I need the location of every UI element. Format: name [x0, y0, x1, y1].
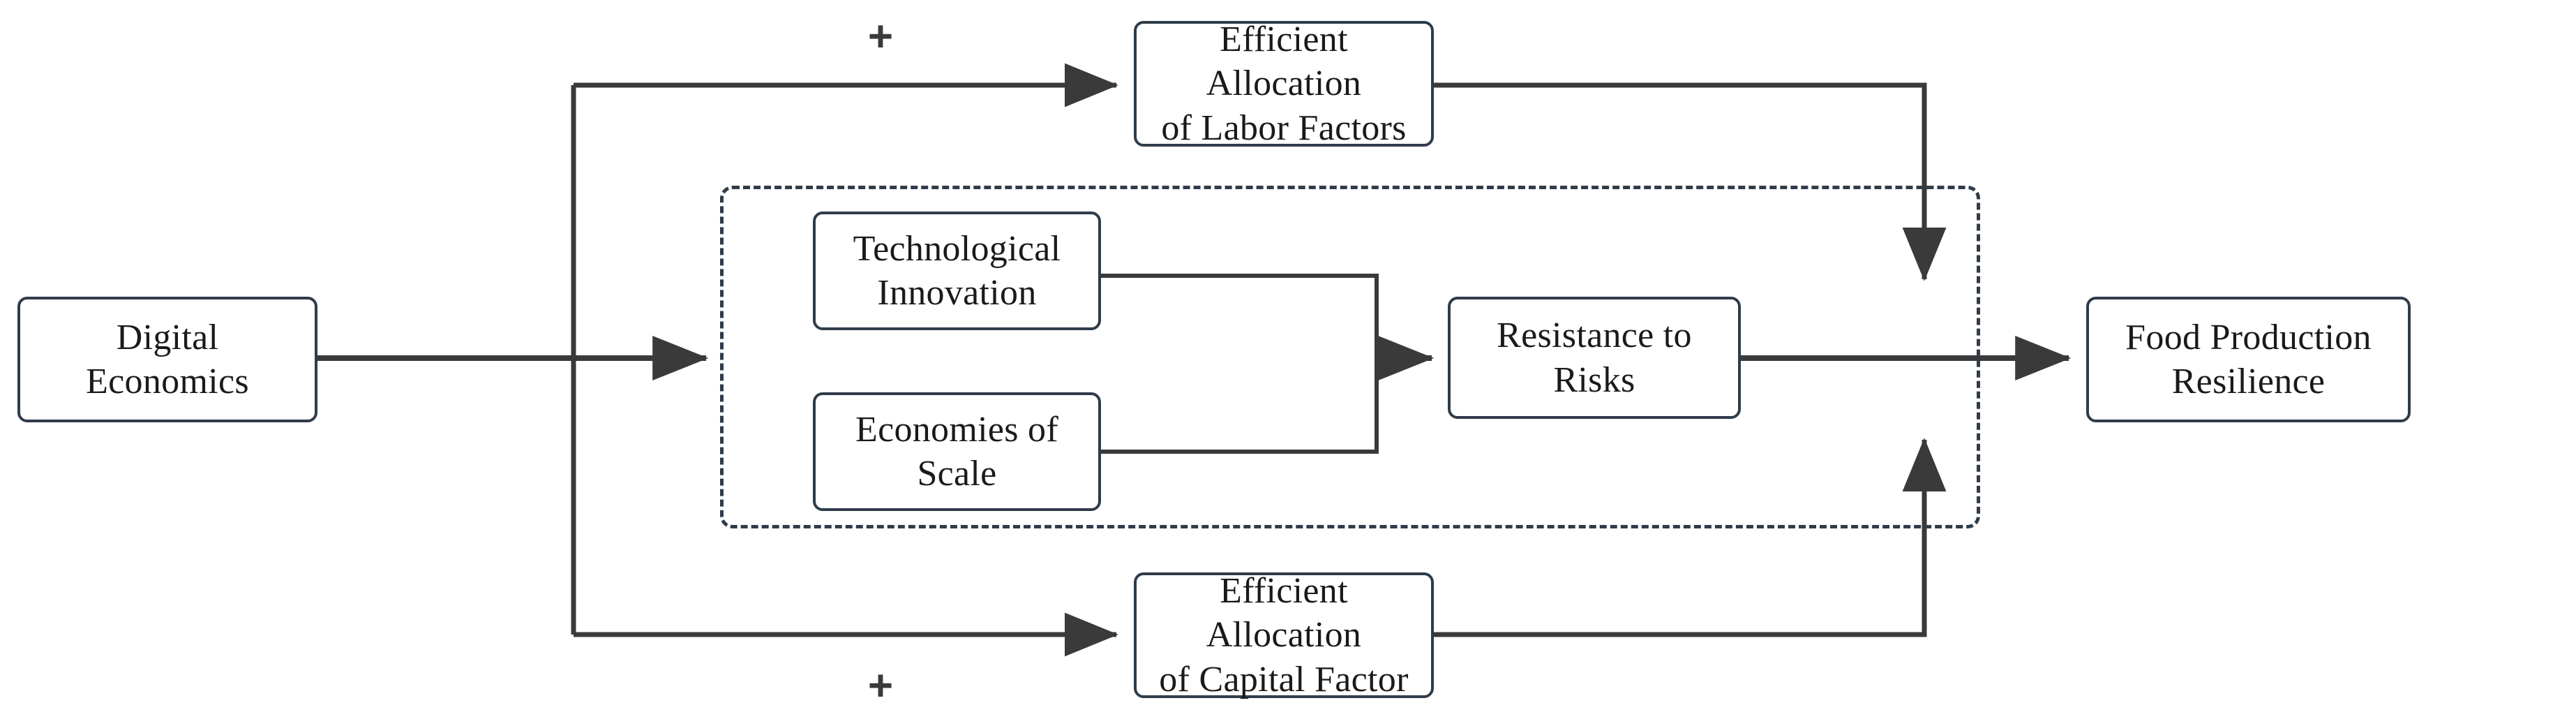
node-economies-of-scale-label: Economies of Scale: [855, 409, 1058, 494]
node-technological-innovation[interactable]: Technological Innovation: [813, 212, 1101, 330]
edge-scale-to-merge: [1101, 358, 1379, 454]
node-efficient-allocation-labor[interactable]: Efficient Allocation of Labor Factors: [1134, 20, 1434, 148]
node-efficient-allocation-capital-label: Efficient Allocation of Capital Factor: [1159, 570, 1409, 699]
node-efficient-allocation-labor-label: Efficient Allocation of Labor Factors: [1161, 19, 1407, 148]
node-resistance-to-risks-label: Resistance to Risks: [1497, 316, 1692, 400]
node-economies-of-scale[interactable]: Economies of Scale: [813, 392, 1101, 511]
node-efficient-allocation-capital[interactable]: Efficient Allocation of Capital Factor: [1134, 571, 1434, 699]
node-technological-innovation-label: Technological Innovation: [853, 228, 1061, 313]
node-digital-economics[interactable]: Digital Economics: [17, 297, 317, 422]
plus-sign-bottom: +: [867, 662, 894, 710]
node-resistance-to-risks[interactable]: Resistance to Risks: [1448, 297, 1741, 419]
edge-labor-to-resilience: [1434, 82, 1947, 281]
node-digital-economics-label: Digital Economics: [86, 317, 249, 401]
node-food-production-resilience-label: Food Production Resilience: [2125, 317, 2372, 401]
node-food-production-resilience[interactable]: Food Production Resilience: [2086, 297, 2411, 422]
plus-sign-top: +: [867, 13, 894, 61]
edge-capital-to-resilience: [1434, 438, 1947, 637]
edge-innovation-to-merge: [1101, 274, 1379, 358]
